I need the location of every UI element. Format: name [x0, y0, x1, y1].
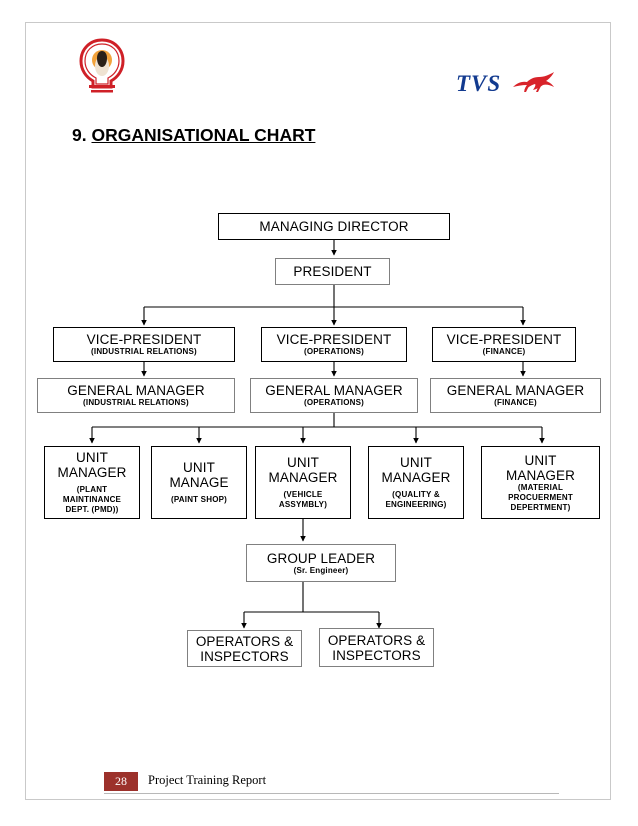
node-label-line2: INSPECTORS [332, 647, 421, 663]
node-sublabel-line1: (QUALITY & [392, 490, 440, 499]
node-vice-president-finance[interactable]: VICE-PRESIDENT (FINANCE) [432, 327, 576, 362]
node-label-line2: MANAGER [268, 470, 338, 485]
node-label-line1: OPERATORS & [195, 633, 294, 649]
node-general-manager-operations[interactable]: GENERAL MANAGER (OPERATIONS) [250, 378, 418, 413]
node-label-line1: OPERATORS & [327, 632, 426, 648]
organisational-chart: MANAGING DIRECTOR PRESIDENT VICE-PRESIDE… [26, 23, 612, 801]
page-title-text: ORGANISATIONAL CHART [91, 125, 316, 145]
page-title-number: 9. [72, 125, 87, 145]
node-label: MANAGING DIRECTOR [259, 219, 409, 234]
node-group-leader[interactable]: GROUP LEADER (Sr. Engineer) [246, 544, 396, 582]
node-label-line1: UNIT [400, 455, 432, 470]
node-sublabel-line1: (PLANT [76, 485, 108, 494]
node-managing-director[interactable]: MANAGING DIRECTOR [218, 213, 450, 240]
college-crest-icon [75, 36, 129, 96]
node-label-line2: MANAGER [381, 470, 451, 485]
node-sublabel-line2: ENGINEERING) [385, 500, 447, 509]
node-sublabel-line2: ASSYMBLY) [278, 500, 328, 509]
node-label-line2: MANAGE [169, 475, 229, 490]
document-page: TVS 9. ORGANISATIONAL CHART [25, 22, 611, 800]
node-label-line2: INSPECTORS [200, 648, 289, 664]
footer-text: Project Training Report [148, 773, 267, 787]
node-label-line1: UNIT [287, 455, 319, 470]
node-president[interactable]: PRESIDENT [275, 258, 390, 285]
node-sublabel-line2: PROCUERMENT [508, 492, 573, 502]
node-vice-president-industrial-relations[interactable]: VICE-PRESIDENT (INDUSTRIAL RELATIONS) [53, 327, 235, 362]
node-unit-manager-paint-shop[interactable]: UNIT MANAGE (PAINT SHOP) [151, 446, 247, 519]
node-sublabel-line2: MAINTINANCE [62, 495, 122, 504]
node-sublabel: (INDUSTRIAL RELATIONS) [91, 347, 197, 356]
node-label-line1: UNIT [76, 450, 108, 465]
running-horse-icon [513, 72, 554, 92]
tvs-logo: TVS [456, 70, 561, 100]
node-label: GENERAL MANAGER [265, 383, 403, 398]
node-sublabel: (Sr. Engineer) [293, 565, 349, 575]
node-sublabel-line3: DEPERTMENT) [510, 502, 571, 512]
node-label-line2: MANAGER [57, 465, 127, 480]
node-label: GENERAL MANAGER [446, 383, 585, 398]
node-sublabel: (PAINT SHOP) [170, 495, 228, 504]
node-sublabel: (FINANCE) [482, 347, 526, 356]
node-sublabel: (FINANCE) [494, 398, 537, 407]
node-label: VICE-PRESIDENT [446, 332, 562, 347]
node-unit-manager-material-procurement[interactable]: UNIT MANAGER (MATERIAL PROCUERMENT DEPER… [481, 446, 600, 519]
node-label-line1: UNIT [524, 452, 557, 468]
node-general-manager-industrial-relations[interactable]: GENERAL MANAGER (INDUSTRIAL RELATIONS) [37, 378, 235, 413]
node-label-line1: UNIT [183, 460, 215, 475]
page-title: 9. ORGANISATIONAL CHART [72, 125, 315, 146]
node-sublabel: (INDUSTRIAL RELATIONS) [83, 398, 189, 407]
node-label: GROUP LEADER [266, 550, 376, 566]
node-unit-manager-quality-engineering[interactable]: UNIT MANAGER (QUALITY & ENGINEERING) [368, 446, 464, 519]
node-general-manager-finance[interactable]: GENERAL MANAGER (FINANCE) [430, 378, 601, 413]
footer-divider [104, 793, 559, 794]
node-label: PRESIDENT [293, 264, 372, 279]
node-label-line2: MANAGER [506, 467, 575, 483]
node-label: GENERAL MANAGER [67, 383, 205, 398]
node-label: VICE-PRESIDENT [86, 332, 202, 347]
page-footer: 28 Project Training Report [104, 772, 559, 792]
node-sublabel-line3: DEPT. (PMD)) [65, 505, 119, 514]
node-label: VICE-PRESIDENT [276, 332, 392, 347]
node-operators-inspectors-1[interactable]: OPERATORS & INSPECTORS [187, 630, 302, 667]
node-sublabel: (OPERATIONS) [303, 398, 365, 407]
node-sublabel-line1: (MATERIAL [517, 482, 564, 492]
node-unit-manager-vehicle-assembly[interactable]: UNIT MANAGER (VEHICLE ASSYMBLY) [255, 446, 351, 519]
node-unit-manager-plant-maintinance[interactable]: UNIT MANAGER (PLANT MAINTINANCE DEPT. (P… [44, 446, 140, 519]
node-sublabel: (OPERATIONS) [303, 347, 365, 356]
node-vice-president-operations[interactable]: VICE-PRESIDENT (OPERATIONS) [261, 327, 407, 362]
page-number-badge: 28 [104, 772, 138, 791]
node-operators-inspectors-2[interactable]: OPERATORS & INSPECTORS [319, 628, 434, 667]
tvs-wordmark: TVS [456, 71, 502, 96]
node-sublabel-line1: (VEHICLE [283, 490, 323, 499]
